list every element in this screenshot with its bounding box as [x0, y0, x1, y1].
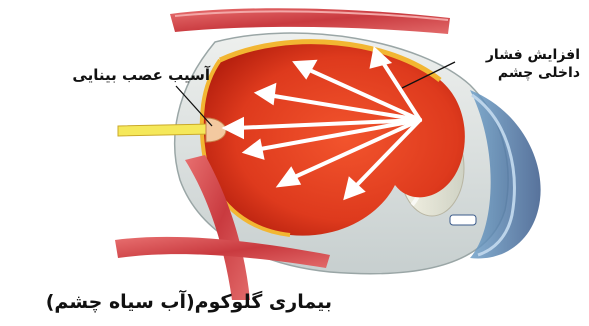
pressure-label-line2: داخلی چشم	[450, 64, 580, 82]
pressure-label-line1: افزایش فشار	[450, 46, 580, 64]
pressure-label: افزایش فشار داخلی چشم	[450, 46, 580, 82]
optic-nerve	[118, 124, 212, 136]
diagram-title: بیماری گلوکوم(آب سیاه چشم)	[22, 291, 332, 313]
nerve-damage-label: آسیب عصب بینایی	[60, 66, 210, 84]
